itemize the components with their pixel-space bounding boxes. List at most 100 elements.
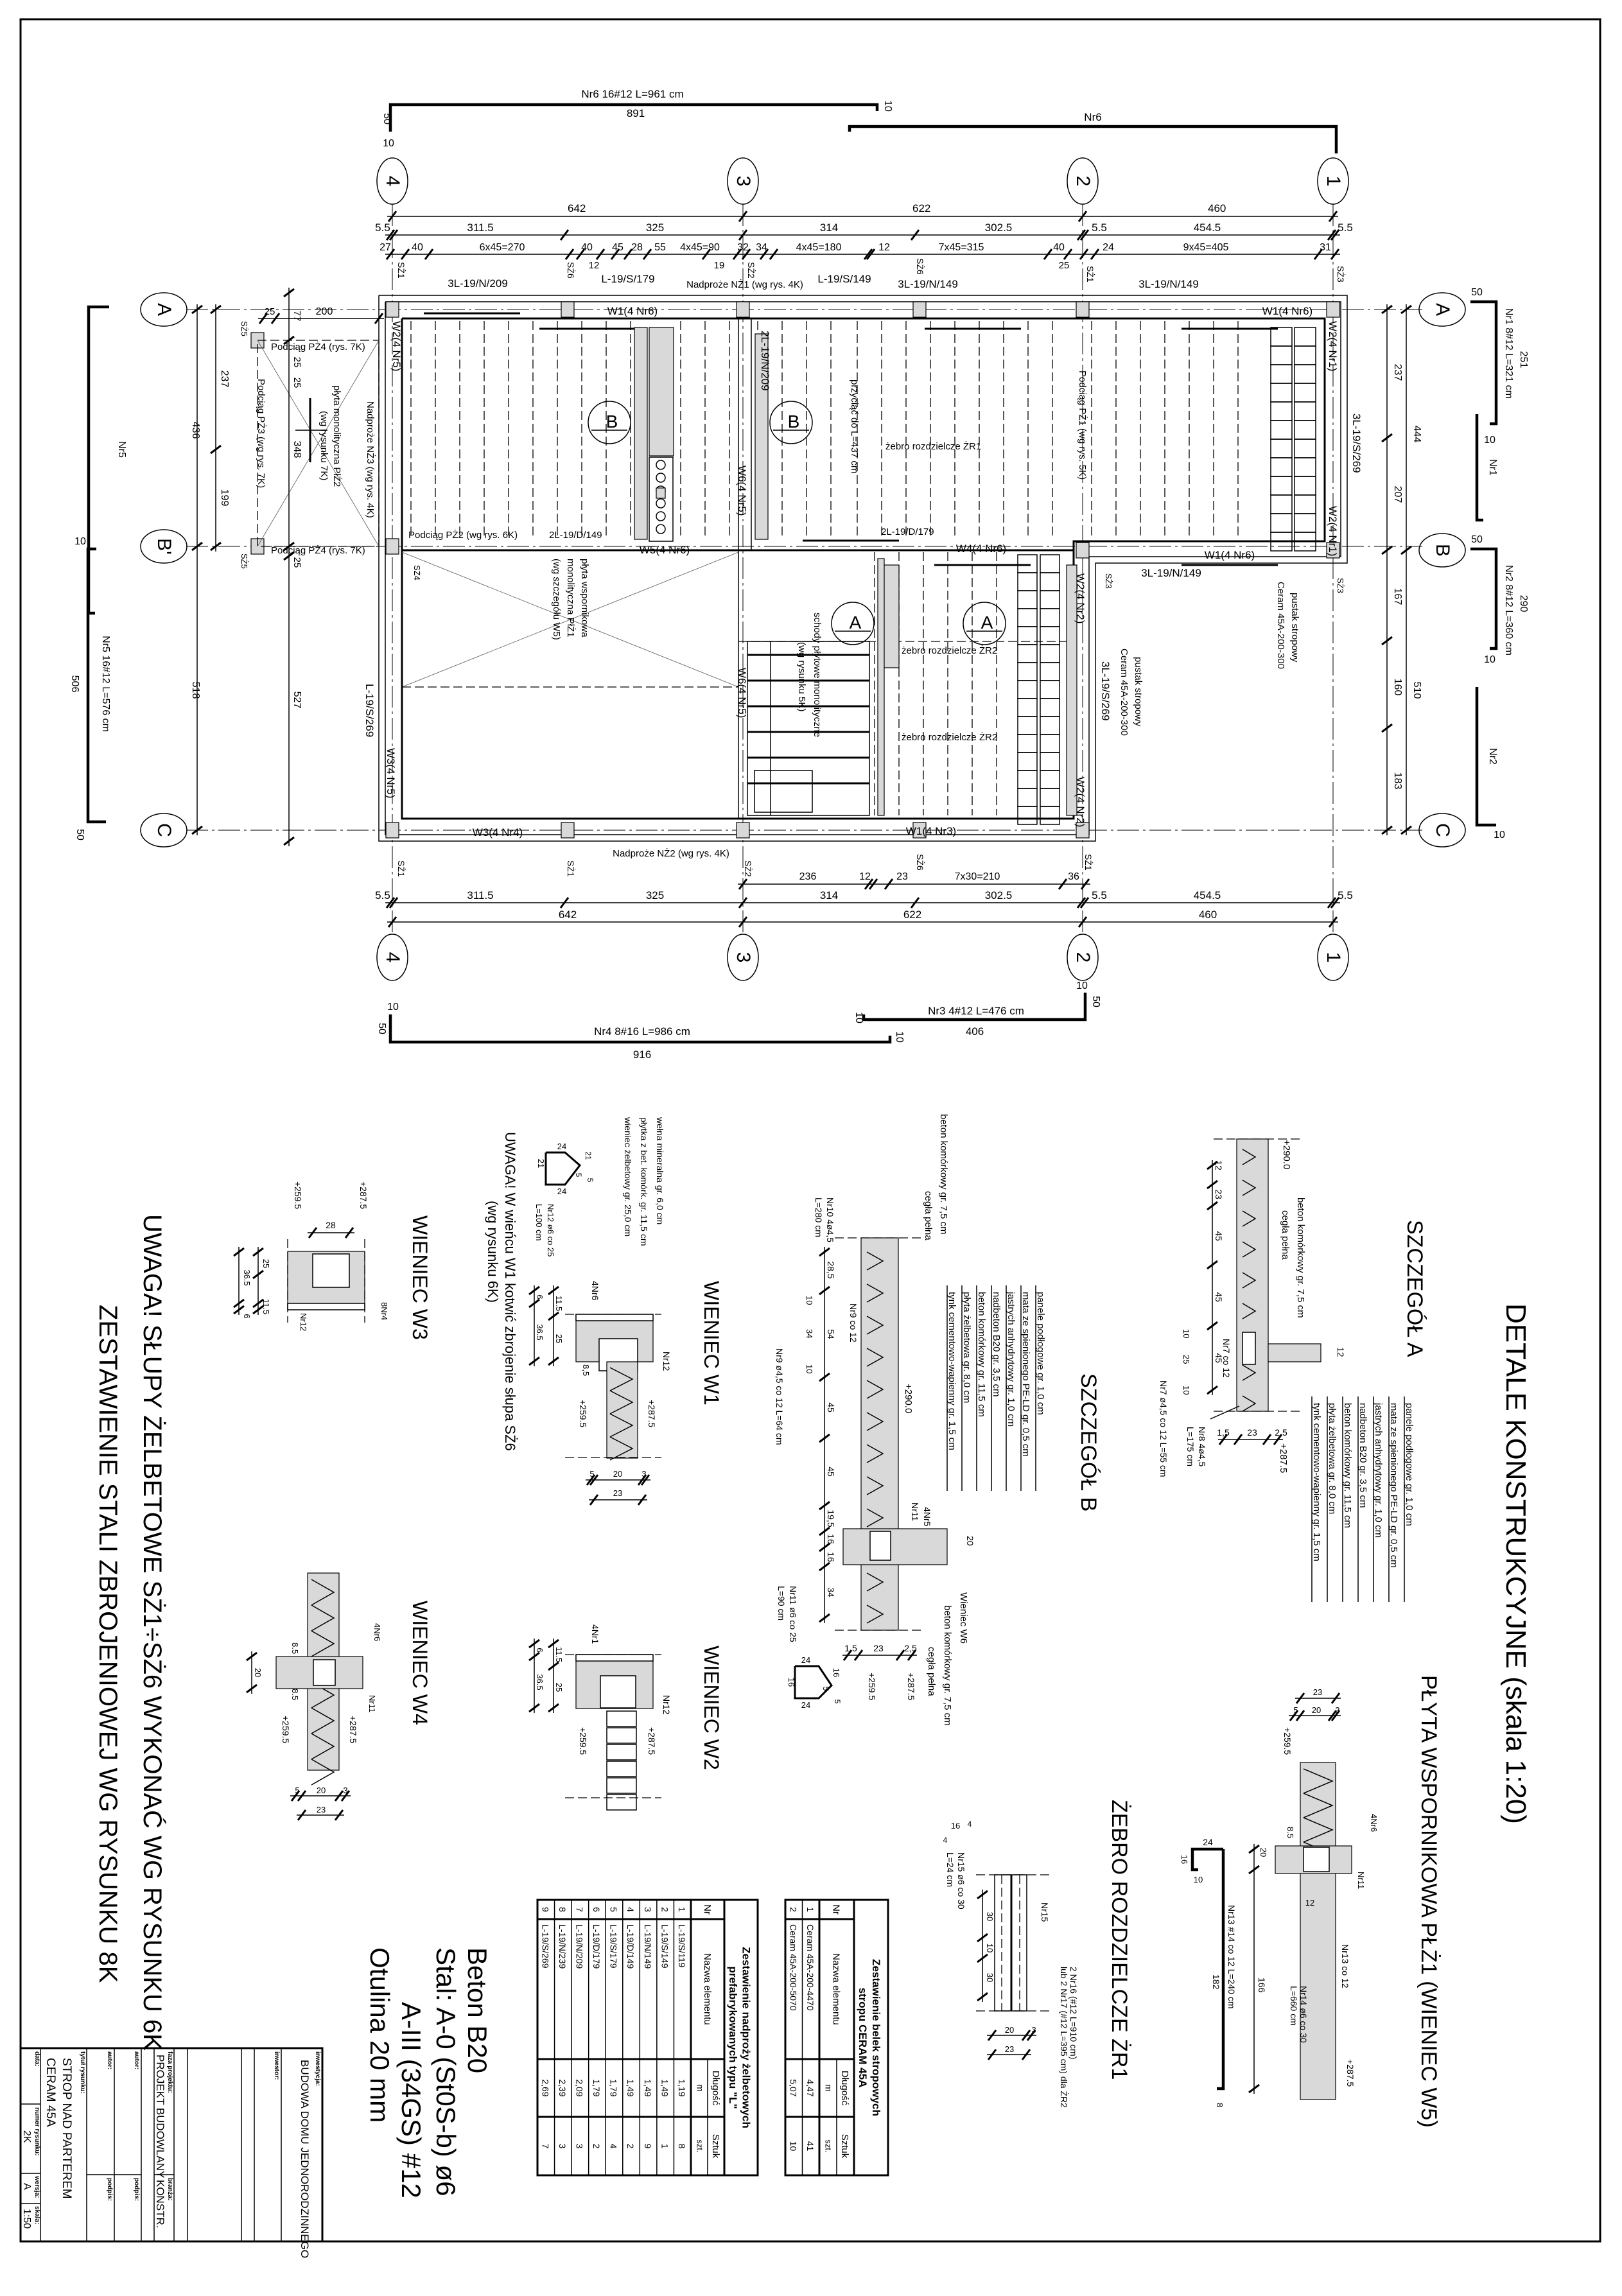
column-sz [1326, 301, 1340, 318]
detail-label: +259.5 [1282, 1727, 1293, 1755]
table-cell: 2,39 [557, 2079, 568, 2096]
detail-label: Nr11 [910, 1502, 920, 1522]
table-header: Długość [710, 2071, 721, 2106]
detail-label: 54 [826, 1329, 836, 1339]
detail-label: 16 [826, 1534, 836, 1544]
detail-heading: PŁYTA WSPORNIKOWA PŁŻ1 (WIENIEC W5) [1417, 1675, 1441, 2128]
plan-label: żebro rozdzielcze ŻR2 [902, 731, 997, 743]
detail-label: 36.5 [535, 1324, 545, 1340]
hollow-block [1270, 439, 1293, 458]
floor-layer-label: tynk cementowo-wapienny gr. 1,5 cm [946, 1292, 957, 1450]
dimension-value: 444 [1411, 426, 1422, 443]
dimension-tick [623, 248, 633, 260]
truss-icon [866, 1251, 884, 1271]
dimension-tick [246, 1683, 257, 1694]
column-sz [1076, 822, 1090, 839]
rebar-label: 506 [69, 675, 80, 693]
detail-label: 16 [951, 1821, 960, 1831]
dimension-tick [1330, 248, 1340, 260]
dimension-tick [528, 1356, 540, 1366]
dimension-value: 19 [714, 260, 725, 271]
rebar-nr1 [1475, 414, 1483, 522]
dimension-tick [589, 1474, 599, 1486]
dimension-tick [528, 1703, 540, 1713]
dimension-tick [548, 1356, 559, 1366]
rebar-label: 10 [74, 536, 86, 547]
dimension-value: 314 [820, 889, 838, 901]
plan-label: W3(4 Nr4) [473, 826, 523, 839]
dimension-tick [1328, 916, 1338, 928]
detail-label: 20 [965, 1536, 975, 1546]
table-cell: 5,07 [788, 2079, 798, 2096]
flue-icon [656, 524, 666, 534]
grid-label: 1 [1323, 952, 1344, 963]
dimension-tick [387, 211, 397, 222]
dimension-tick [819, 1561, 830, 1572]
detail-label: Nr7 ø4,5 co 12 L=55 cm [1158, 1380, 1169, 1477]
dimension-tick [1077, 211, 1088, 222]
column-sz [1076, 301, 1090, 318]
detail-label: 20 [1312, 1705, 1321, 1715]
plan-label: 3L-19/S/269 [1350, 413, 1363, 473]
detail-heading: ŻEBRO ROZDZIELCZE ŻR1 [1107, 1800, 1131, 2080]
detail-label: wełna mineralna gr. 6,0 cm [655, 1117, 665, 1224]
truss-icon [866, 1476, 884, 1495]
plan-label: W5(4 Nr6) [640, 544, 690, 556]
dimension-value: 27 [379, 242, 391, 253]
dimension-tick [1207, 1179, 1218, 1190]
detail-label: 20 [253, 1668, 263, 1677]
table-title: Zestawienie nadproży żelbetowych [740, 1947, 753, 2128]
dimension-tick [575, 248, 586, 260]
table-header: m [695, 2084, 705, 2092]
plan-label: Ceram 45A-200-300 [1119, 648, 1129, 736]
table-cell: Ceram 45A-200-4470 [805, 1924, 815, 2011]
grid-label: A [1432, 303, 1453, 316]
dimension-value: 199 [219, 489, 230, 507]
grid-bubble [1418, 533, 1466, 568]
dimension-tick [1330, 1692, 1341, 1704]
hollow-block [1017, 734, 1038, 753]
plan-label: żebro rozdzielcze ŻR1 [885, 440, 981, 452]
title-block-label: inwestycja: [314, 2051, 321, 2086]
column-sz [1076, 542, 1090, 559]
grid-bubble [140, 813, 187, 848]
dimension-tick [1076, 897, 1086, 909]
detail-heading: WIENIEC W1 [700, 1281, 723, 1405]
dimension-tick [258, 313, 268, 324]
table-cell: 10 [788, 2141, 798, 2152]
hollow-block [1017, 770, 1038, 789]
cantilever-slab [257, 340, 379, 547]
slab-section [860, 1237, 899, 1631]
dimension-tick [595, 248, 606, 260]
detail-label: +287.5 [906, 1673, 916, 1700]
detail-label: wieniec żelbetowy gr. 25,0 cm [623, 1117, 633, 1237]
rebar-nr13 [1217, 1849, 1225, 2091]
table-cell: 1,49 [659, 2079, 670, 2096]
hollow-block [1017, 662, 1038, 681]
floor-layer-label: mata ze spienionego PE-LD gr. 0,5 cm [1388, 1403, 1399, 1568]
dimension-tick [385, 229, 396, 241]
floor-layer-label: jastrych anhydrytowy gr. 1,0 cm [1373, 1402, 1384, 1538]
detail-heading: WIENIEC W2 [700, 1646, 723, 1770]
rebar-label: Nr5 16#12 L=576 cm [100, 636, 111, 732]
hollow-block [1040, 590, 1060, 609]
plan-label: Podciąg PŻ3 (wg rys. 7K) [256, 379, 267, 488]
detail-label: 23 [613, 1488, 622, 1498]
hollow-block [1294, 345, 1316, 365]
truss-icon [866, 1605, 884, 1624]
truss-icon [1242, 1395, 1257, 1412]
rebar-label: 10 [383, 138, 394, 149]
insulation [575, 1314, 654, 1321]
dimension-tick [400, 248, 410, 260]
plan-label: SŻ1 [566, 860, 577, 877]
grid-bubble [1317, 934, 1349, 981]
dimension-value: 302.5 [985, 889, 1013, 901]
dimension-tick [1327, 1710, 1338, 1721]
table-header: Nazwa elementu [702, 1953, 713, 2025]
table-cell: 9 [540, 1907, 550, 1912]
detail-label: +287.5 [348, 1716, 358, 1743]
plan-label: W2(4 Nr1) [1327, 321, 1339, 371]
table-cell: 3 [575, 2144, 585, 2149]
plan-label: SŻ6 [566, 262, 577, 279]
dimension-value: 302.5 [985, 222, 1013, 234]
